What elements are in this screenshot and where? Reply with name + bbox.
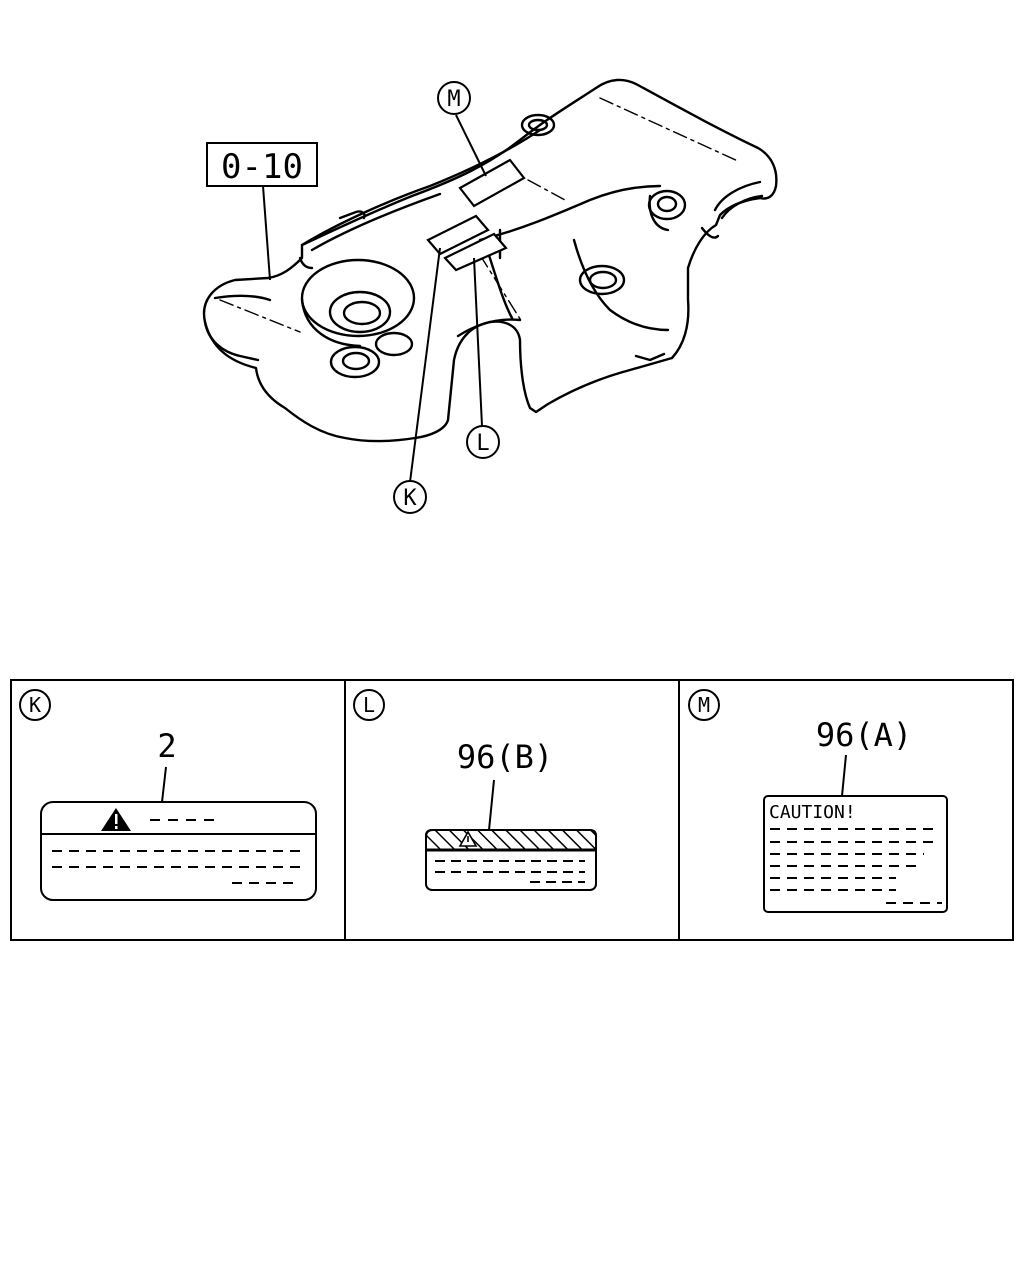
sticker-m — [458, 158, 526, 208]
panel-m: M 96(A) CAUTION! — [688, 689, 948, 913]
callout-k: K — [393, 480, 427, 514]
panel-k-part-number: 2 — [157, 727, 176, 765]
panel-l: L 96(B) — [353, 689, 597, 891]
panel-k-key: K — [29, 693, 41, 717]
part-reference-box: 0-10 — [206, 142, 318, 187]
label-stickers — [426, 158, 526, 272]
panel-l-key: L — [363, 693, 375, 717]
svg-text:M: M — [447, 87, 460, 112]
panel-m-part-number: 96(A) — [816, 716, 912, 754]
warning-triangle-icon — [101, 808, 131, 831]
engine-cover-illustration — [202, 78, 778, 443]
caution-label-m — [763, 795, 948, 913]
sticker-l — [443, 232, 508, 272]
warning-label-k — [40, 801, 317, 901]
warning-label-l — [425, 829, 597, 891]
leader-lines — [262, 114, 487, 483]
caution-label-text: CAUTION! — [769, 802, 856, 823]
labels-table — [10, 679, 1014, 941]
callout-m: M — [437, 81, 471, 115]
panel-l-part-number: 96(B) — [457, 738, 553, 776]
sticker-k — [426, 214, 490, 256]
svg-text:K: K — [403, 486, 417, 511]
svg-text:L: L — [476, 431, 489, 456]
callout-l: L — [466, 425, 500, 459]
part-reference-text: 0-10 — [221, 147, 303, 187]
panel-m-key: M — [698, 693, 710, 717]
warning-triangle-icon — [458, 830, 478, 847]
panel-k: K 2 — [19, 689, 317, 901]
